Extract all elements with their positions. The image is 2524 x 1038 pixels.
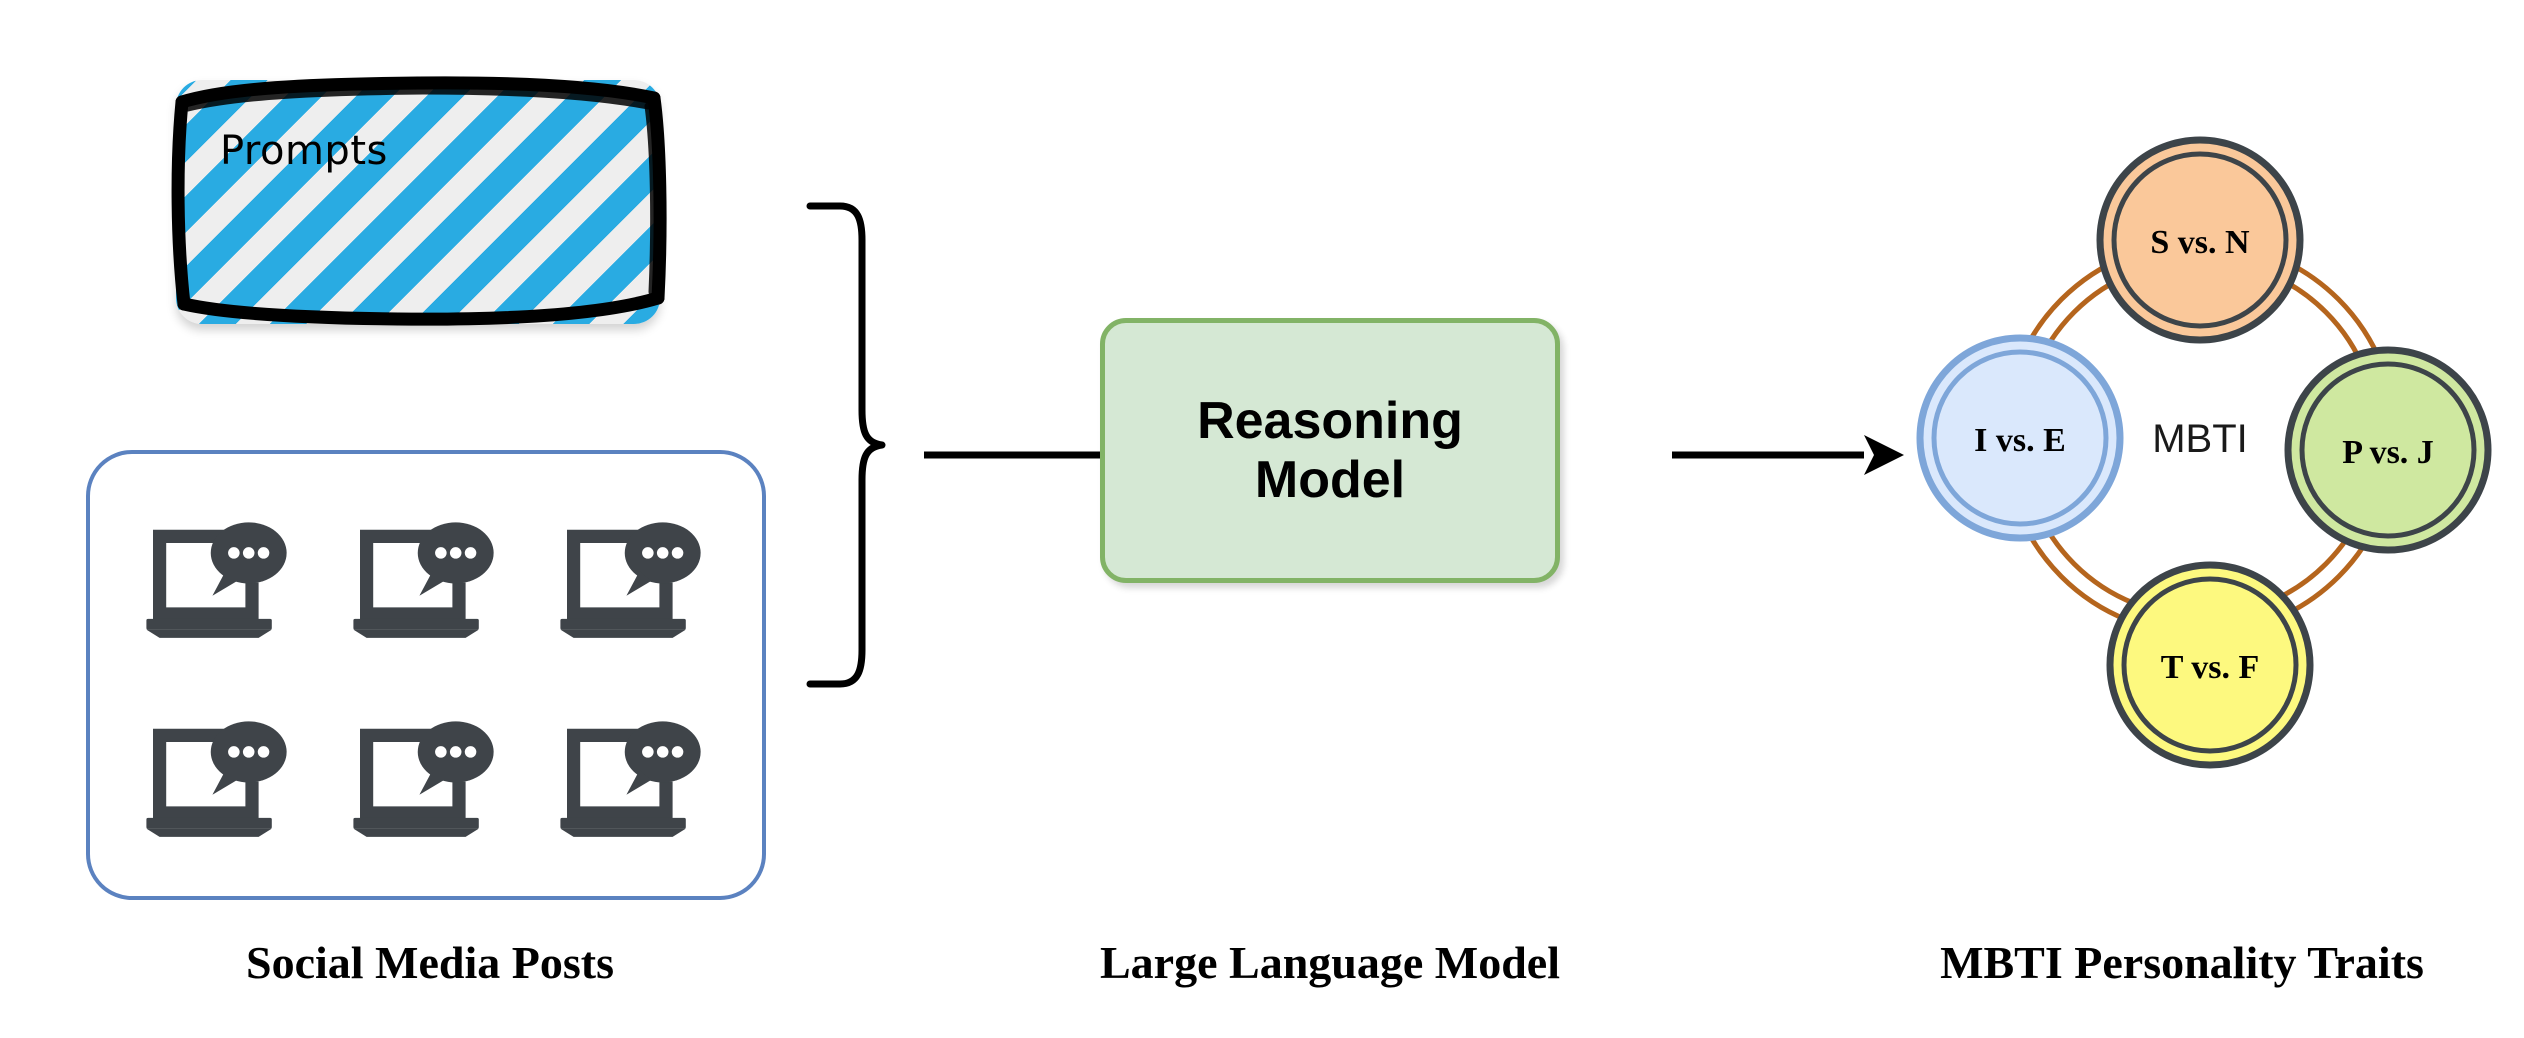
caption-large-language-model: Large Language Model — [1100, 937, 1560, 988]
trait-label-ie: I vs. E — [1974, 422, 2066, 459]
reasoning-model-box: Reasoning Model — [1100, 318, 1560, 583]
laptop-chat-icon — [353, 521, 494, 638]
trait-node-ie[interactable]: I vs. E — [1916, 334, 2124, 542]
arrow-model-to-outputs — [1672, 435, 1904, 475]
grouping-brace — [806, 202, 886, 688]
trait-node-pj[interactable]: P vs. J — [2284, 346, 2492, 554]
laptop-chat-icon — [560, 521, 701, 638]
laptop-chat-icon — [146, 720, 287, 837]
caption-mbti-personality-traits: MBTI Personality Traits — [1940, 937, 2424, 988]
laptop-chat-icon — [560, 720, 701, 837]
prompts-stripe-fill — [176, 80, 660, 324]
laptop-chat-icon — [353, 720, 494, 837]
social-media-posts-card — [86, 450, 766, 900]
prompts-label: Prompts — [220, 128, 388, 174]
trait-node-sn[interactable]: S vs. N — [2096, 136, 2304, 344]
caption-social-media-posts: Social Media Posts — [246, 937, 614, 988]
laptop-chat-icon — [146, 521, 287, 638]
mbti-center-label: MBTI — [2152, 417, 2248, 461]
trait-label-tf: T vs. F — [2161, 649, 2260, 686]
trait-label-pj: P vs. J — [2342, 434, 2434, 471]
reasoning-model-label: Reasoning Model — [1197, 392, 1463, 509]
trait-label-sn: S vs. N — [2150, 224, 2250, 261]
prompts-box: Prompts — [168, 72, 668, 332]
trait-node-tf[interactable]: T vs. F — [2106, 561, 2314, 769]
mbti-wheel: S vs. N I vs. E P vs. J T vs. F MBTI — [1916, 136, 2492, 769]
